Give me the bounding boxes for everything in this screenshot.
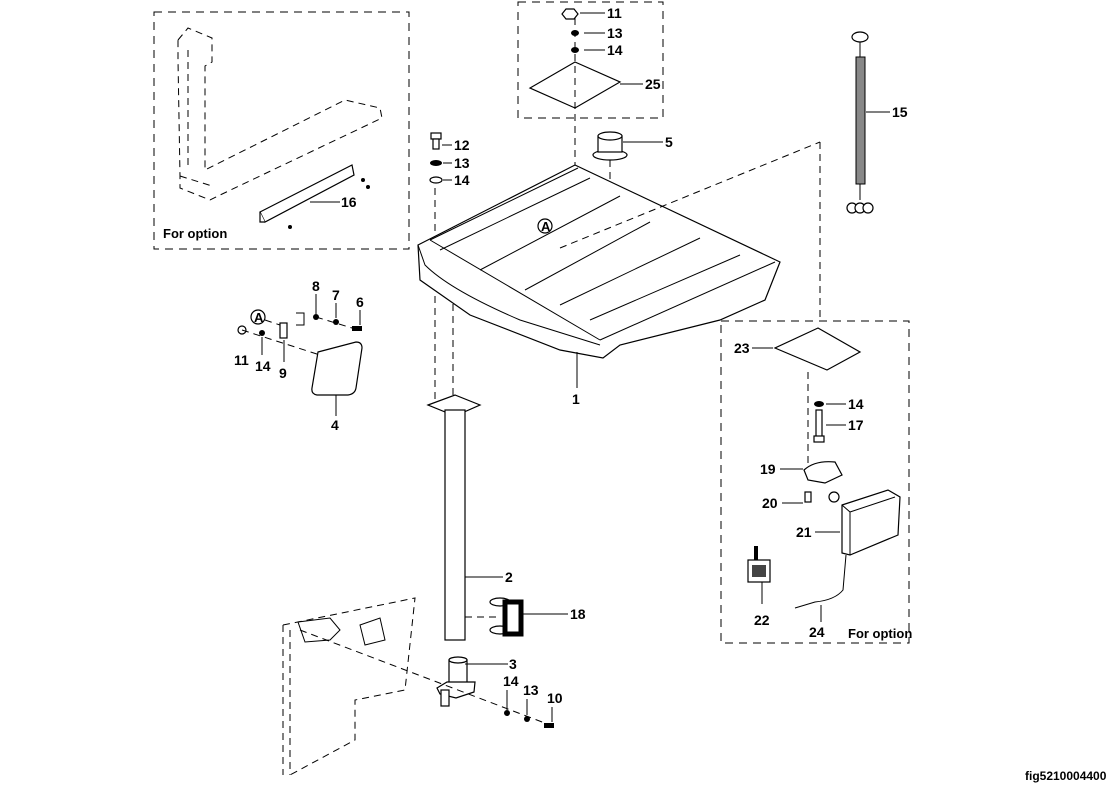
part-14-washer-bottom — [504, 710, 510, 716]
label-part-3: 3 — [509, 656, 517, 672]
label-part-10: 10 — [547, 690, 563, 706]
label-part-23: 23 — [734, 340, 750, 356]
part-1-roof-frame — [417, 164, 781, 359]
option-box-fork — [153, 11, 410, 250]
part-24-cable — [794, 554, 847, 609]
label-part-14-top: 14 — [607, 42, 623, 58]
label-part-14-right: 14 — [848, 396, 864, 412]
reference-marker-a-mirror: A — [254, 310, 264, 325]
part-4-mirror — [311, 341, 363, 396]
label-part-11-left: 11 — [234, 352, 249, 368]
part-14-washer-mirror — [259, 330, 265, 336]
label-part-20: 20 — [762, 495, 778, 511]
part-13-washer-left — [430, 160, 442, 166]
part-17-bolt — [813, 409, 825, 443]
label-part-14-left: 14 — [454, 172, 470, 188]
reference-marker-a-frame: A — [541, 219, 551, 234]
figure-id: fig5210004400 — [1025, 769, 1107, 783]
part-16-bracket — [259, 164, 370, 229]
part-10-screw — [544, 723, 554, 728]
label-part-17: 17 — [848, 417, 864, 433]
part-9-bracket — [279, 322, 288, 339]
label-part-19: 19 — [760, 461, 776, 477]
label-part-22: 22 — [754, 612, 770, 628]
part-11-nut-top — [561, 8, 579, 20]
part-20-screw — [804, 491, 812, 503]
part-13-washer-bottom — [524, 716, 530, 722]
label-part-13-top: 13 — [607, 25, 623, 41]
label-part-18: 18 — [570, 606, 586, 622]
label-part-13-left: 13 — [454, 155, 470, 171]
truck-body-outline — [282, 597, 416, 776]
part-7-washer — [333, 319, 339, 325]
label-part-1: 1 — [572, 391, 580, 407]
option-box-work-light — [720, 320, 910, 644]
label-part-7: 7 — [332, 287, 340, 303]
part-12-bolt — [430, 132, 442, 150]
label-part-13-bottom: 13 — [523, 682, 539, 698]
label-part-2: 2 — [505, 569, 513, 585]
part-23-plate — [773, 327, 862, 371]
fork-outline — [177, 27, 383, 201]
option-note-work-light: For option — [848, 626, 912, 641]
part-21-work-light — [841, 489, 901, 556]
part-15-rope — [846, 31, 874, 214]
label-part-15: 15 — [892, 104, 908, 120]
label-part-11-top: 11 — [607, 5, 622, 21]
option-note-fork: For option — [163, 226, 227, 241]
part-14-washer-top — [571, 47, 579, 53]
part-6-screw — [352, 326, 362, 331]
part-18-clamp-light — [489, 597, 524, 637]
part-5-beacon — [592, 131, 628, 161]
label-part-5: 5 — [665, 134, 673, 150]
option-box-plate-25 — [517, 1, 664, 119]
label-part-21: 21 — [796, 524, 812, 540]
part-19-bracket — [803, 461, 843, 484]
label-part-14-mirror: 14 — [255, 358, 271, 374]
label-part-9: 9 — [279, 365, 287, 381]
part-2-post — [444, 409, 466, 641]
label-part-16: 16 — [341, 194, 357, 210]
label-part-12: 12 — [454, 137, 470, 153]
label-part-8: 8 — [312, 278, 320, 294]
part-14-washer-right — [814, 401, 824, 407]
part-14-washer-left — [429, 176, 443, 184]
label-part-4: 4 — [331, 417, 339, 433]
part-22-relay — [747, 546, 771, 583]
label-part-6: 6 — [356, 294, 364, 310]
label-part-25: 25 — [645, 76, 661, 92]
label-part-24: 24 — [809, 624, 825, 640]
label-part-14-bottom: 14 — [503, 673, 519, 689]
